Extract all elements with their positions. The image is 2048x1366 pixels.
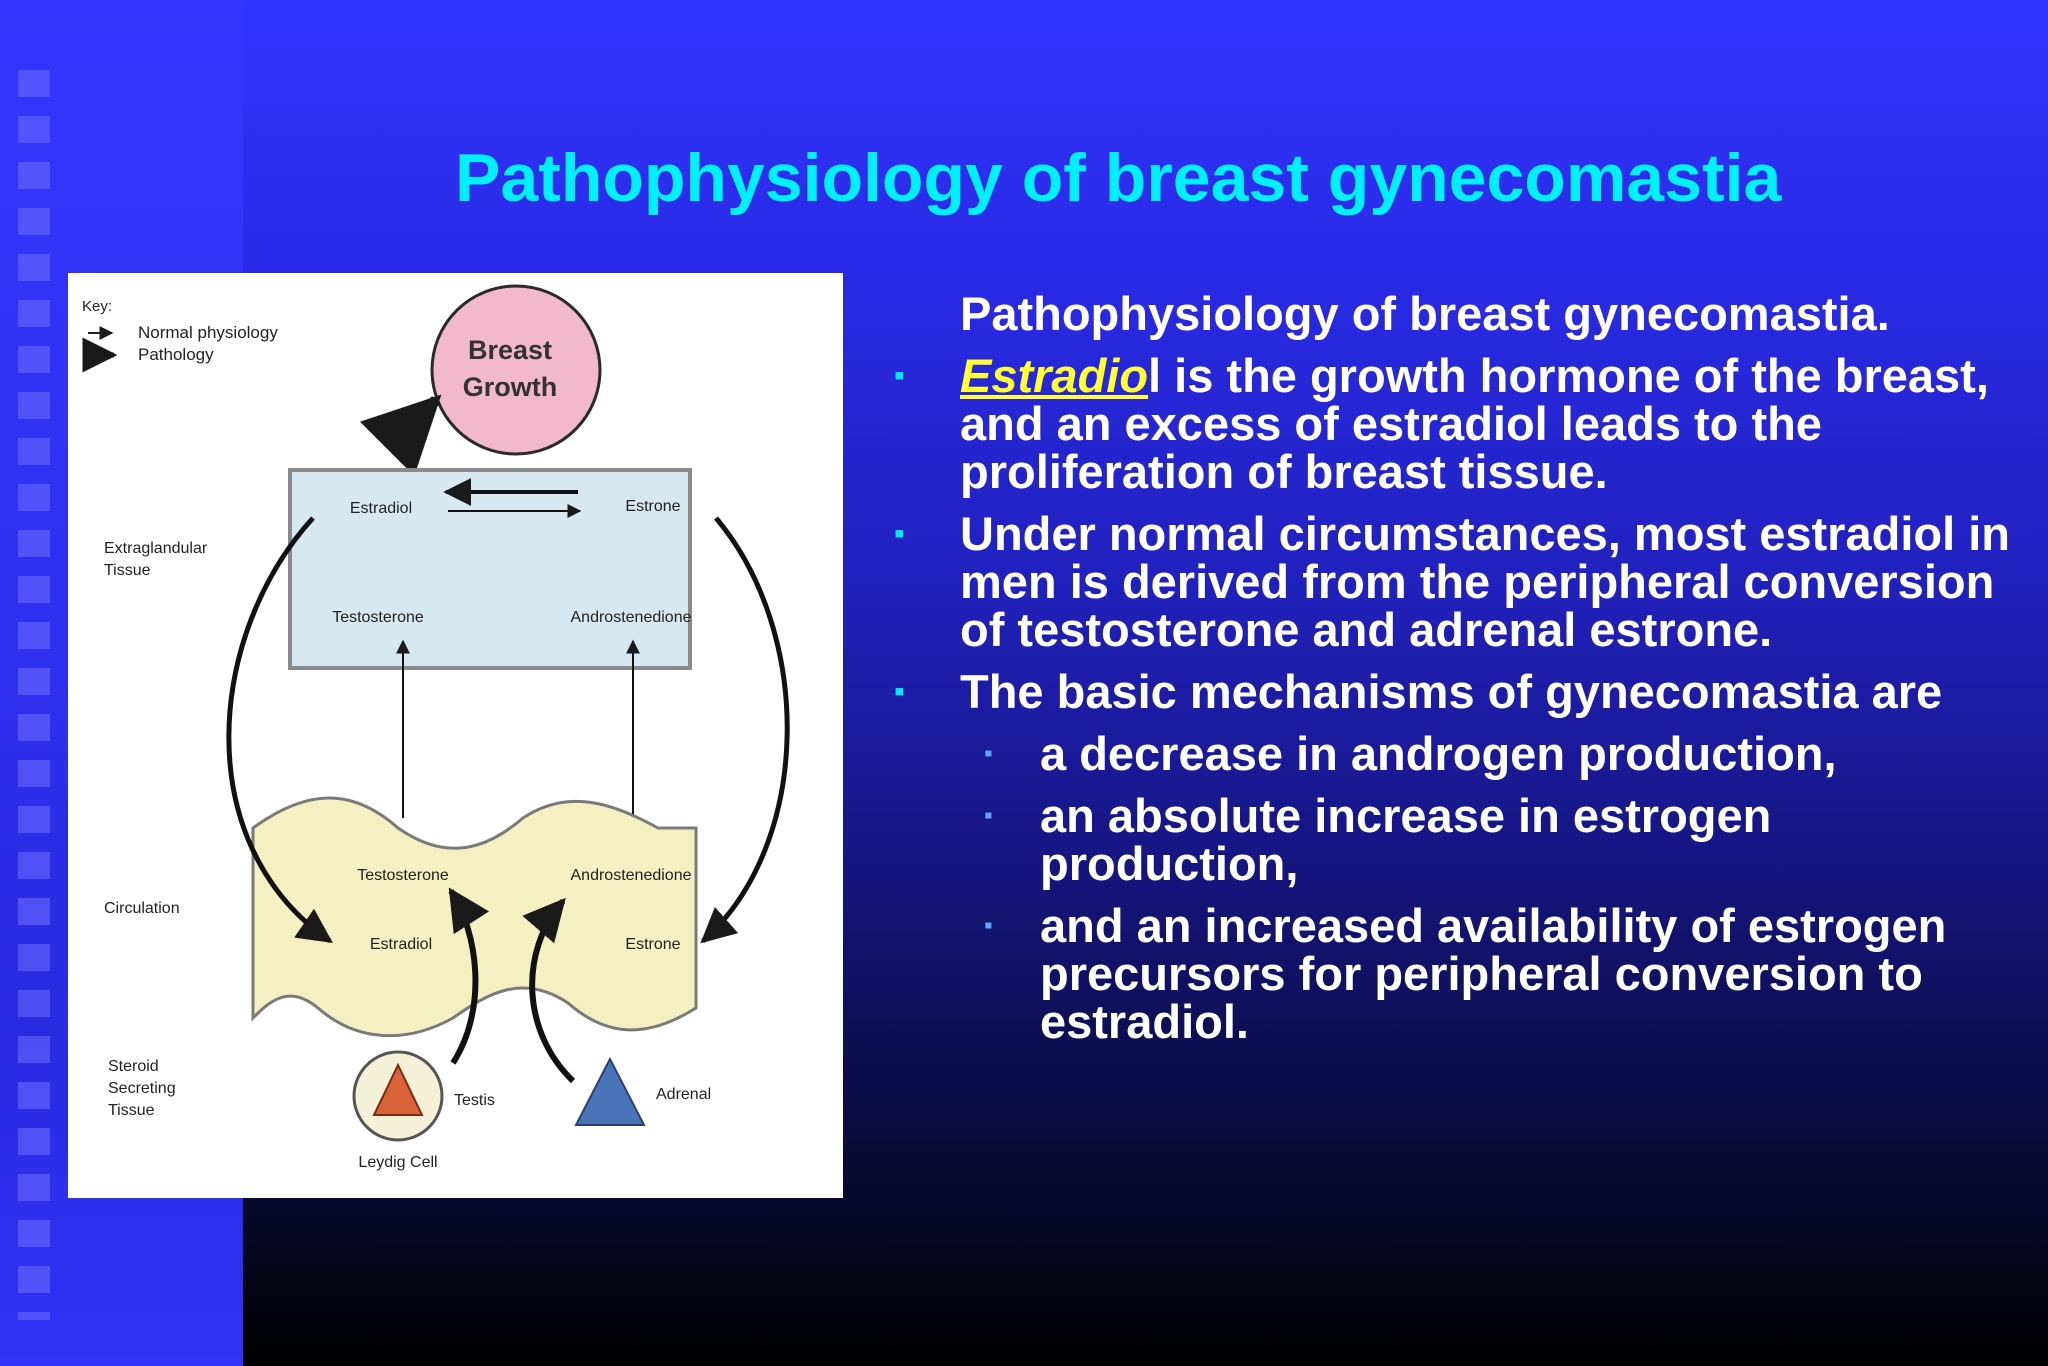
film-strip-decoration xyxy=(18,70,50,1320)
circ-estradiol-label: Estradiol xyxy=(370,936,432,953)
key-pathology-label: Pathology xyxy=(138,345,214,364)
breast-growth-circle xyxy=(430,284,602,456)
estradiol-to-circulation-arrow xyxy=(226,516,333,944)
tissue-estrone-label: Estrone xyxy=(625,498,680,515)
square-bullet-icon: ▪ xyxy=(894,359,905,392)
steroid-label-1: Steroid xyxy=(108,1058,159,1075)
bullet-item-normal-circumstances: ▪ Under normal circumstances, most estra… xyxy=(880,510,2020,654)
sub-bullet-text: an absolute increase in estrogen product… xyxy=(1040,789,1772,890)
bullet-item-estradiol: ▪ Estradiol is the growth hormone of the… xyxy=(880,352,2020,496)
tissue-estradiol-label: Estradiol xyxy=(350,500,412,517)
square-bullet-icon: ▪ xyxy=(894,675,905,708)
diagram-svg: Key: Normal physiology Pathology Breast … xyxy=(82,284,790,1171)
sub-bullet-estrogen: ▪ an absolute increase in estrogen produ… xyxy=(880,792,2020,888)
square-bullet-icon: ▪ xyxy=(894,517,905,550)
bullet-text: l is the growth hormone of the breast, a… xyxy=(960,349,1989,498)
breast-growth-label-1: Breast xyxy=(468,335,552,365)
bullet-text: Under normal circumstances, most estradi… xyxy=(960,507,2010,656)
sub-bullet-text: a decrease in androgen production, xyxy=(1040,727,1837,780)
slide-title: Pathophysiology of breast gynecomastia xyxy=(455,140,1782,216)
estrone-circulation-arrow xyxy=(700,516,790,944)
intro-text: Pathophysiology of breast gynecomastia. xyxy=(960,287,1890,340)
testis-triangle xyxy=(372,1062,424,1116)
steroid-label-3: Tissue xyxy=(108,1102,155,1119)
circulation-label: Circulation xyxy=(104,900,180,917)
adrenal-triangle xyxy=(574,1056,646,1126)
extraglandular-label-1: Extraglandular xyxy=(104,540,208,557)
sub-bullet-text: and an increased availability of estroge… xyxy=(1040,899,1947,1048)
square-sub-bullet-icon: ▪ xyxy=(984,740,993,767)
square-sub-bullet-icon: ▪ xyxy=(984,912,993,939)
testis-label: Testis xyxy=(454,1092,495,1109)
slide-content: Pathophysiology of breast gynecomastia. … xyxy=(880,290,2020,1060)
breast-growth-label-2: Growth xyxy=(463,372,558,402)
square-sub-bullet-icon: ▪ xyxy=(984,802,993,829)
estradiol-link[interactable]: Estradio xyxy=(960,349,1149,402)
testis-to-circulation-arrow xyxy=(448,887,490,1065)
adrenal-to-circulation-arrow xyxy=(522,897,576,1084)
circ-androstenedione-label: Androstenedione xyxy=(571,867,692,884)
tissue-testosterone-label: Testosterone xyxy=(332,609,424,626)
steroid-label-2: Secreting xyxy=(108,1080,176,1097)
bullet-text: The basic mechanisms of gynecomastia are xyxy=(960,665,1943,718)
leydig-cell-label: Leydig Cell xyxy=(358,1154,437,1171)
pathology-arrow-to-breast xyxy=(359,394,442,477)
pathophysiology-diagram: Key: Normal physiology Pathology Breast … xyxy=(68,273,843,1198)
circ-testosterone-label: Testosterone xyxy=(357,867,449,884)
tissue-androstenedione-label: Androstenedione xyxy=(571,609,692,626)
key-title: Key: xyxy=(82,298,112,315)
sub-bullet-precursors: ▪ and an increased availability of estro… xyxy=(880,902,2020,1046)
extraglandular-tissue-box xyxy=(288,468,692,670)
extraglandular-label-2: Tissue xyxy=(104,562,151,579)
key-normal-label: Normal physiology xyxy=(138,323,278,342)
circ-estrone-label: Estrone xyxy=(625,936,680,953)
sub-bullet-androgen: ▪ a decrease in androgen production, xyxy=(880,730,2020,778)
adrenal-label: Adrenal xyxy=(656,1086,711,1103)
bullet-item-mechanisms: ▪ The basic mechanisms of gynecomastia a… xyxy=(880,668,2020,716)
